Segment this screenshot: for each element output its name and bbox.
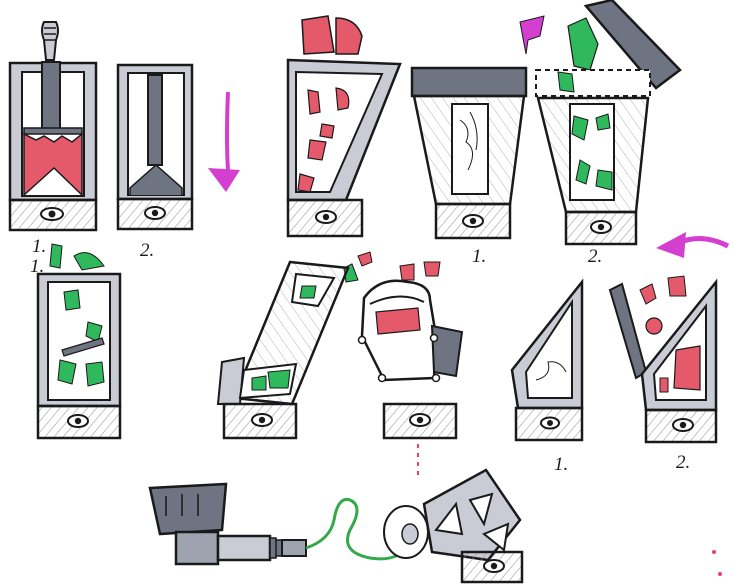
eye-icon <box>410 414 430 426</box>
step-label-triangle-2: 2. <box>676 452 690 474</box>
eye-icon <box>541 418 559 429</box>
curved-arrow <box>656 232 728 258</box>
down-arrow <box>208 92 240 192</box>
camera-assembly <box>150 470 522 582</box>
funnel-device-step-1 <box>412 68 526 238</box>
sorter-box-green <box>38 244 120 438</box>
eye-icon <box>591 221 611 233</box>
eye-icon <box>484 560 504 572</box>
jointed-box-device <box>358 252 462 438</box>
step-label-sorter-1: 1. <box>30 256 44 278</box>
eye-icon <box>68 415 88 427</box>
eye-icon <box>252 414 272 426</box>
step-label-funnel-2: 2. <box>588 246 602 268</box>
pink-dot <box>712 550 716 554</box>
eye-icon <box>316 211 336 223</box>
triangle-device-step-2 <box>610 276 716 442</box>
eye-icon <box>41 208 63 220</box>
funnel-device-step-2 <box>520 0 680 244</box>
press-device-step-2 <box>118 65 192 229</box>
triangle-device-step-1 <box>512 282 582 440</box>
step-label-press-1: 1. <box>32 236 46 258</box>
wedge-device <box>288 16 400 236</box>
camera-lens <box>424 470 520 560</box>
eye-icon <box>145 207 165 219</box>
step-label-triangle-1: 1. <box>554 454 568 476</box>
step-label-funnel-1: 1. <box>472 246 486 268</box>
eye-icon <box>463 215 483 227</box>
press-device-step-1 <box>10 22 96 230</box>
eye-icon <box>673 419 693 431</box>
pink-dot <box>718 572 722 576</box>
step-label-press-2: 2. <box>140 240 154 262</box>
tilted-box-device <box>218 262 358 438</box>
